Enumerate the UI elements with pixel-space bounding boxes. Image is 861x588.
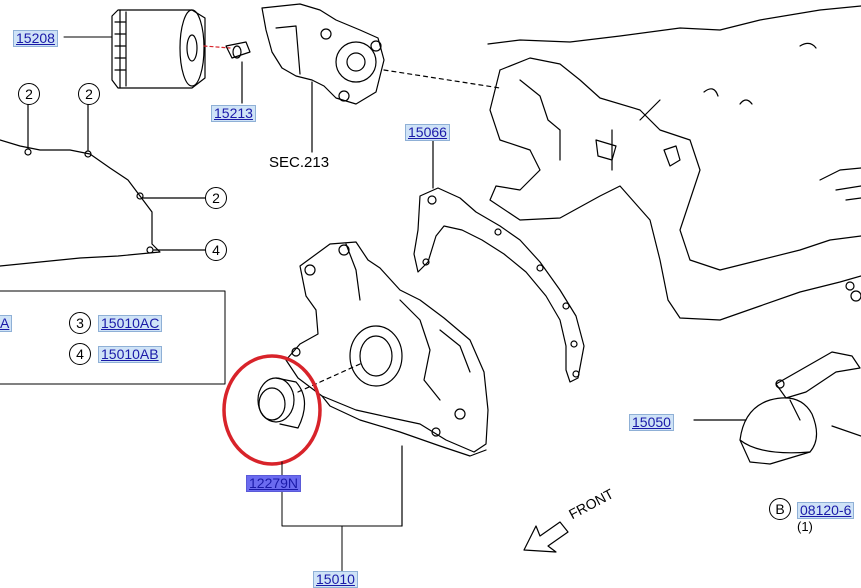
oil-strainer-drawing — [693, 351, 861, 465]
part-label-15066[interactable]: 15066 — [405, 124, 450, 141]
part-label-12279n[interactable]: 12279N — [246, 475, 302, 492]
front-arrow-icon — [523, 521, 569, 553]
legend-part-label-a[interactable]: A — [0, 315, 13, 332]
part-label-15050[interactable]: 15050 — [629, 414, 674, 431]
front-cover-gasket-drawing — [0, 103, 206, 267]
callout-b: B — [769, 498, 791, 520]
part-label-15010ab[interactable]: 15010AB — [98, 346, 162, 363]
callout-4: 4 — [205, 239, 227, 261]
part-label-15010[interactable]: 15010 — [313, 571, 358, 588]
oil-filter-drawing — [111, 9, 231, 89]
callout-2: 2 — [205, 187, 227, 209]
part-label-08120[interactable]: 08120-6 — [797, 502, 855, 519]
part-label-15010ac[interactable]: 15010AC — [98, 315, 163, 332]
callout-3: 3 — [69, 312, 91, 334]
part-label-15213[interactable]: 15213 — [211, 105, 256, 122]
oil-seal-drawing — [257, 363, 361, 429]
legend-box — [0, 290, 226, 385]
part-label-15208[interactable]: 15208 — [13, 30, 58, 47]
pump-gasket-drawing — [413, 139, 585, 383]
callout-4: 4 — [69, 343, 91, 365]
highlight-ring — [222, 354, 322, 466]
oil-cooler-drawing — [261, 3, 501, 153]
callout-2: 2 — [18, 83, 40, 105]
connector-bolt-drawing — [225, 41, 251, 104]
qty-label: (1) — [797, 519, 813, 534]
oil-pump-body-drawing — [285, 241, 489, 527]
callout-2: 2 — [78, 83, 100, 105]
sec-213-label: SEC.213 — [269, 154, 330, 171]
engine-block-drawing — [487, 5, 861, 321]
